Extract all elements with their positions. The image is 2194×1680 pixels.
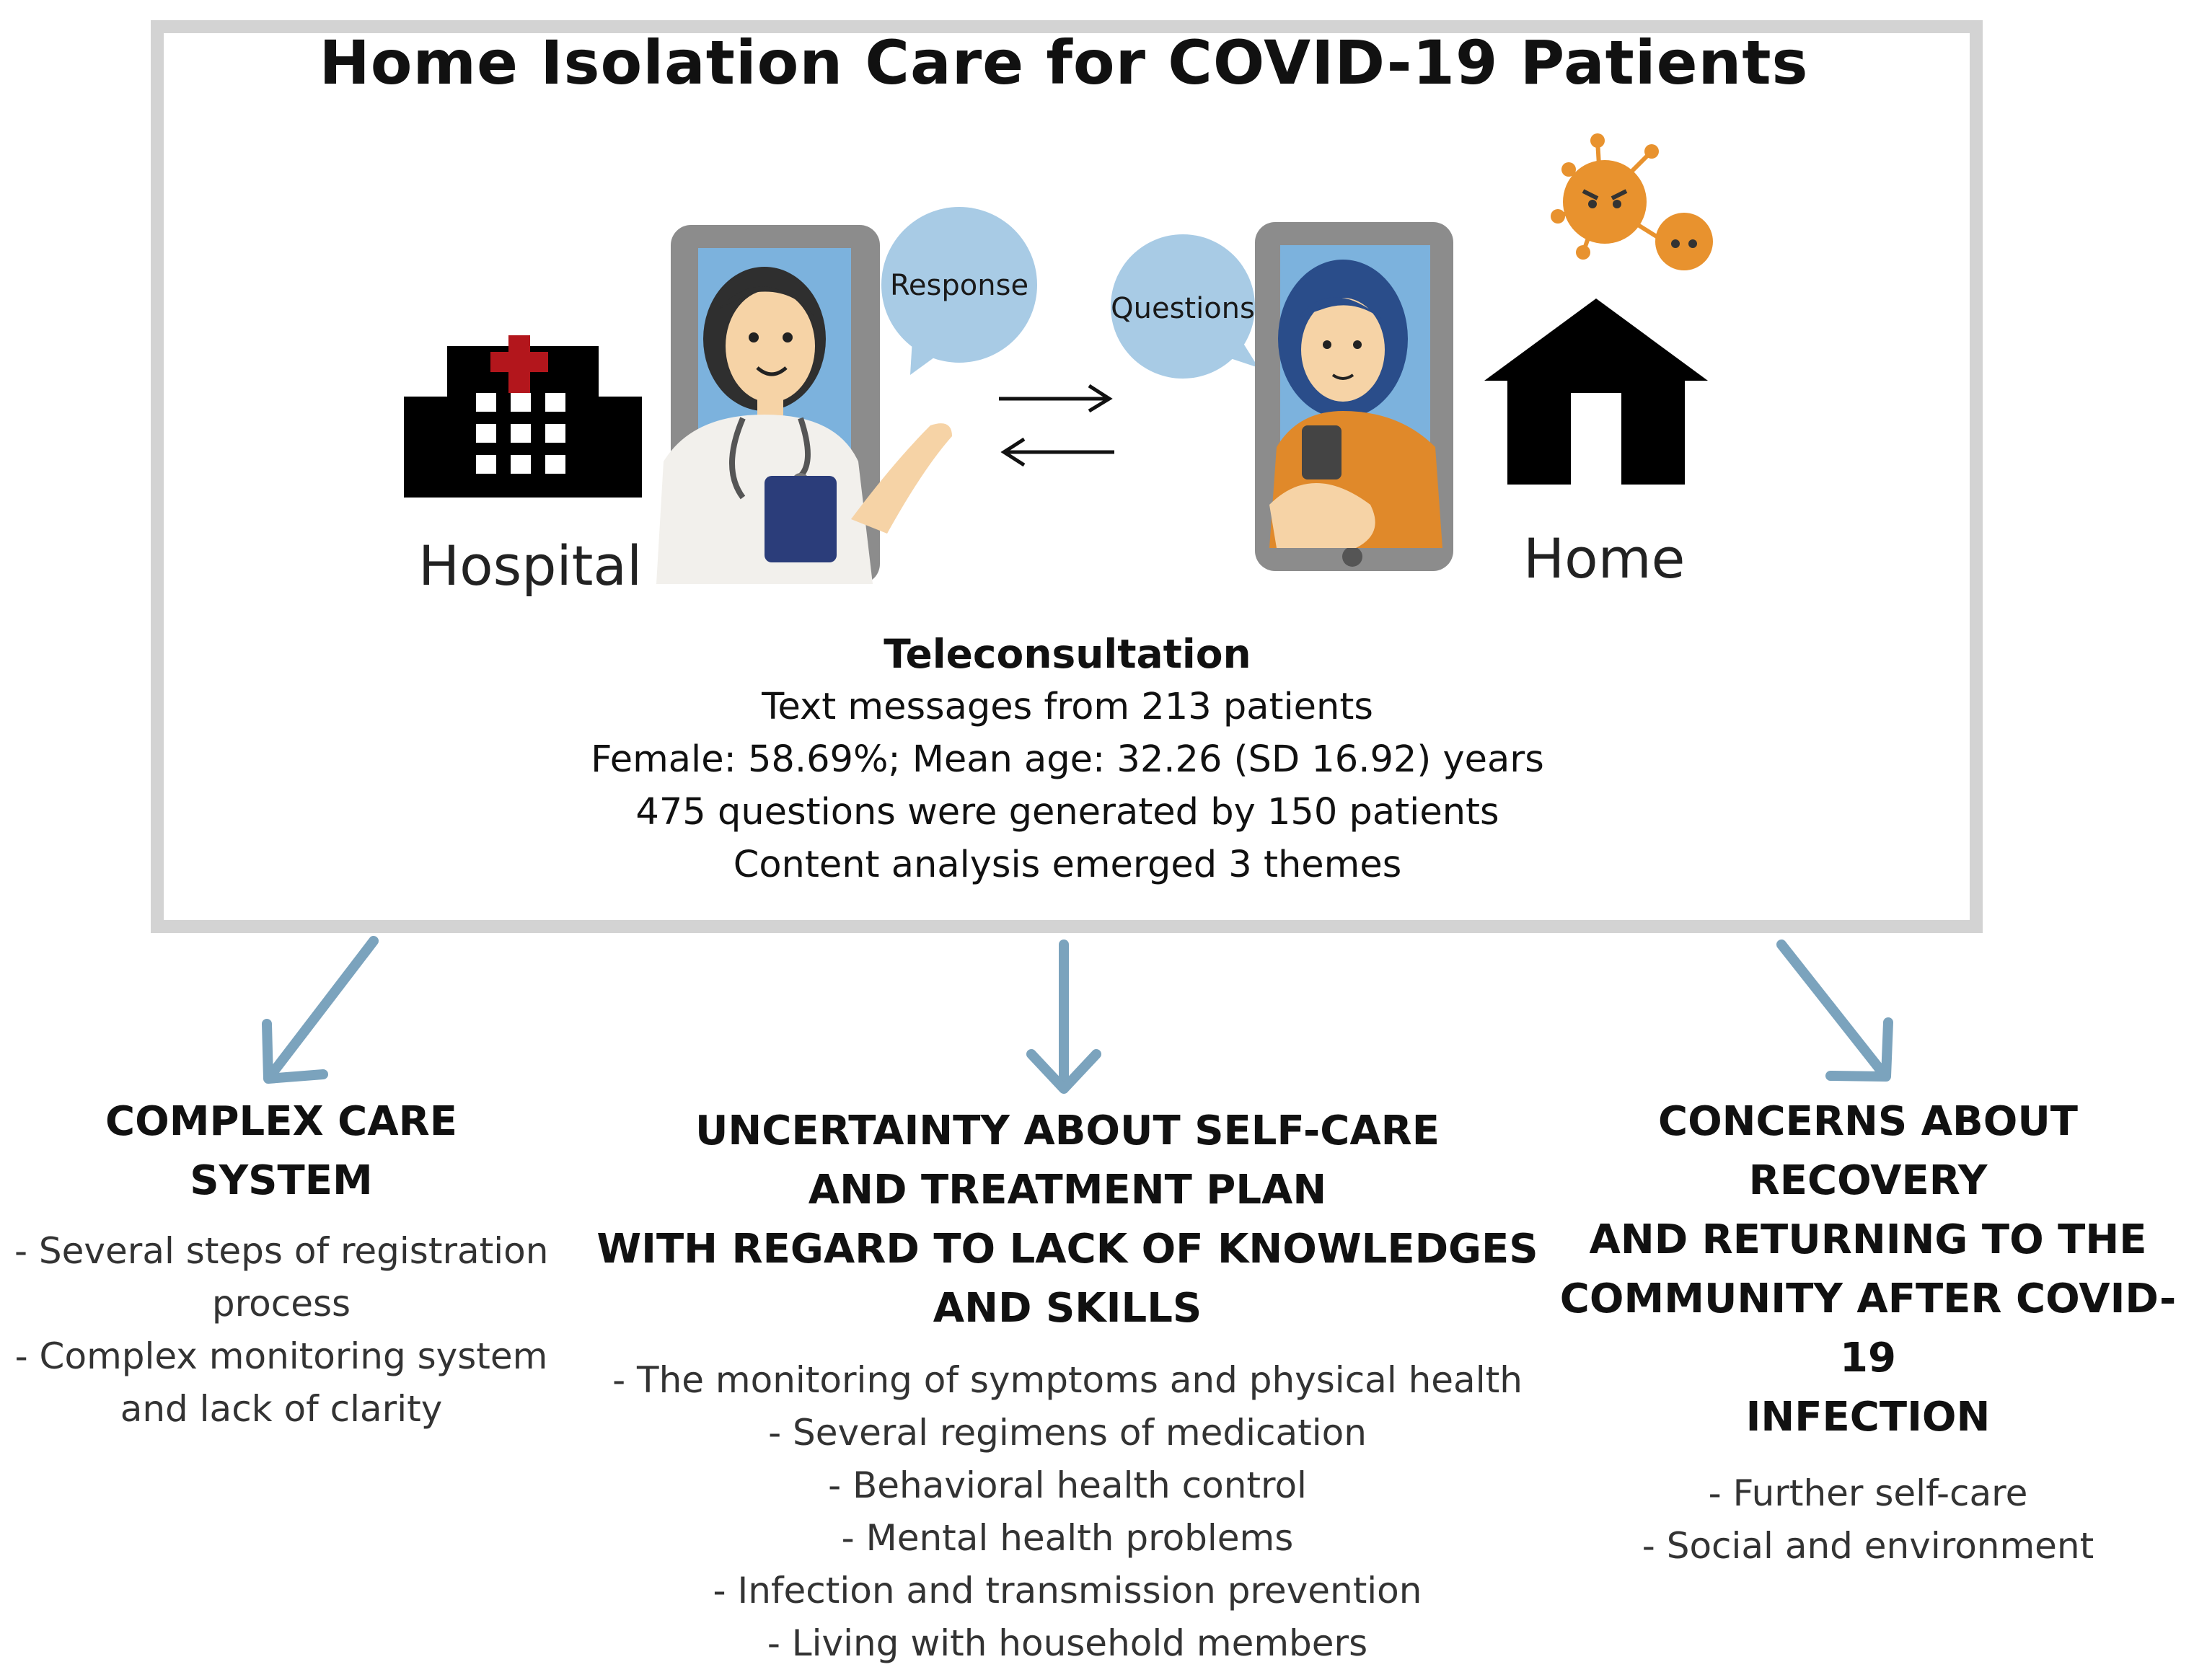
theme-uncertainty-self-care: UNCERTAINTY ABOUT SELF-CARE AND TREATMEN… <box>591 1102 1543 1670</box>
theme-item: - Several regimens of medication <box>768 1412 1367 1454</box>
theme-item: - Several steps of registration <box>14 1230 549 1272</box>
theme-title-line: UNCERTAINTY ABOUT SELF-CARE <box>695 1108 1440 1154</box>
theme-item: - Complex monitoring system <box>14 1335 548 1377</box>
summary-line: Text messages from 213 patients <box>762 686 1373 728</box>
patient-phone-icon <box>1255 222 1453 571</box>
theme-item: - Living with household members <box>767 1622 1368 1664</box>
theme-item: - Infection and transmission prevention <box>713 1570 1422 1612</box>
arrow-to-theme-2 <box>1026 940 1101 1094</box>
response-label: Response <box>889 269 1029 302</box>
teleconsultation-title: Teleconsultation <box>884 631 1251 677</box>
teleconsultation-illustration <box>404 133 1713 584</box>
teleconsultation-summary: Teleconsultation Text messages from 213 … <box>0 627 2135 891</box>
theme-title-line: COMMUNITY AFTER COVID-19 <box>1559 1276 2177 1381</box>
theme-title-line: INFECTION <box>1745 1394 1991 1441</box>
theme-item: - The monitoring of symptoms and physica… <box>612 1359 1523 1401</box>
summary-line: Content analysis emerged 3 themes <box>733 844 1402 886</box>
theme-item: and lack of clarity <box>120 1388 443 1430</box>
theme-complex-care-system: COMPLEX CARE SYSTEM - Several steps of r… <box>14 1092 548 1436</box>
theme-title-line: WITH REGARD TO LACK OF KNOWLEDGES <box>596 1226 1538 1273</box>
doctor-phone-icon <box>656 225 952 584</box>
response-bubble <box>881 207 1037 375</box>
home-label: Home <box>1523 526 1686 591</box>
questions-label: Questions <box>1111 292 1255 325</box>
theme-title-line: AND SKILLS <box>933 1285 1202 1332</box>
home-icon <box>1484 299 1708 485</box>
theme-title-line: AND TREATMENT PLAN <box>808 1167 1327 1213</box>
theme-concerns-recovery: CONCERNS ABOUT RECOVERY AND RETURNING TO… <box>1551 1092 2185 1573</box>
theme-item: process <box>211 1283 351 1325</box>
arrow-to-theme-1 <box>262 936 379 1084</box>
arrow-to-theme-3 <box>1776 940 1893 1082</box>
theme-item: - Mental health problems <box>841 1517 1294 1559</box>
theme-title-line: AND RETURNING TO THE <box>1589 1216 2147 1263</box>
exchange-arrows-icon <box>999 384 1114 467</box>
virus-icon <box>1551 133 1713 270</box>
theme-item: - Further self-care <box>1708 1472 2028 1514</box>
page-title: Home Isolation Care for COVID-19 Patient… <box>319 27 1809 98</box>
theme-title: COMPLEX CARE SYSTEM <box>105 1098 457 1204</box>
summary-line: 475 questions were generated by 150 pati… <box>635 791 1499 834</box>
theme-title-line: CONCERNS ABOUT RECOVERY <box>1657 1098 2079 1204</box>
hospital-icon <box>404 335 642 498</box>
theme-item: - Behavioral health control <box>828 1464 1307 1506</box>
summary-line: Female: 58.69%; Mean age: 32.26 (SD 16.9… <box>591 738 1544 781</box>
questions-bubble <box>1111 234 1259 379</box>
theme-item: - Social and environment <box>1642 1525 2094 1567</box>
hospital-label: Hospital <box>418 534 643 598</box>
